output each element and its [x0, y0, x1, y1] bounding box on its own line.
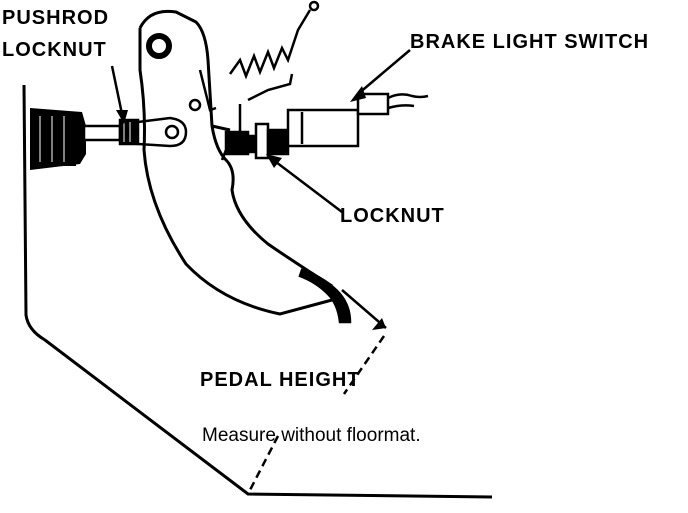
brake-light-switch-arrow — [350, 49, 411, 102]
pushrod-label-line2: LOCKNUT — [2, 39, 107, 61]
brake-light-switch — [224, 92, 429, 160]
brake-light-switch-label: BRAKE LIGHT SWITCH — [410, 31, 650, 53]
brake-booster — [30, 108, 86, 170]
pedal-height-dimension — [341, 289, 387, 395]
return-spring — [198, 0, 320, 112]
pushrod-label-line1: PUSHROD — [2, 7, 110, 29]
locknut-arrow — [266, 154, 343, 213]
pedal-pad — [298, 268, 352, 324]
floormat-measure-line — [248, 435, 280, 491]
pushrod — [82, 116, 188, 148]
locknut-label: LOCKNUT — [340, 205, 445, 227]
floormat-note: Measure without floormat. — [202, 425, 421, 446]
pushrod-locknut-arrow — [110, 65, 128, 124]
pedal-height-label: PEDAL HEIGHT — [200, 369, 361, 391]
floor-outline — [22, 84, 493, 499]
brake-pedal-arm — [138, 9, 333, 316]
